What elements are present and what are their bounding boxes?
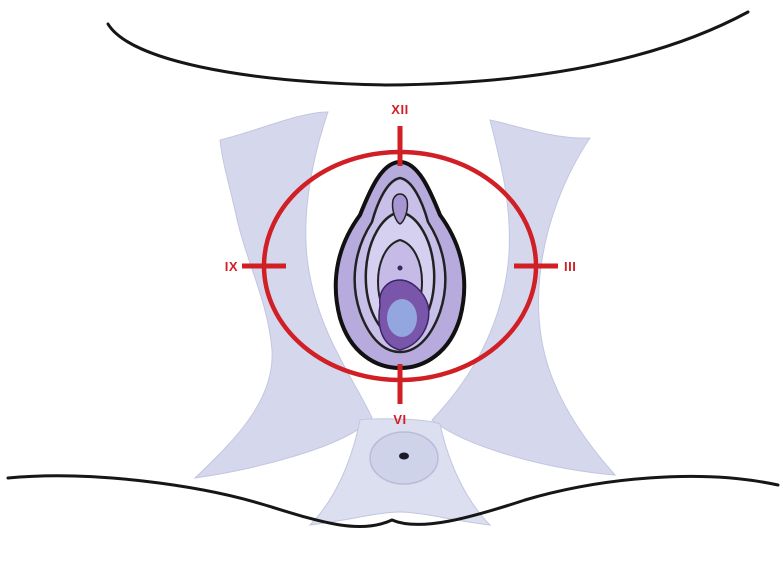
urethral-dot: [398, 266, 403, 271]
label-three: III: [564, 259, 576, 274]
label-six: VI: [393, 412, 406, 427]
introitus-center: [387, 299, 417, 337]
vulva-illustration: [336, 162, 465, 368]
label-nine: IX: [225, 259, 238, 274]
anus-marker: [370, 432, 438, 484]
label-twelve: XII: [391, 102, 408, 117]
abdomen-contour: [108, 12, 748, 85]
